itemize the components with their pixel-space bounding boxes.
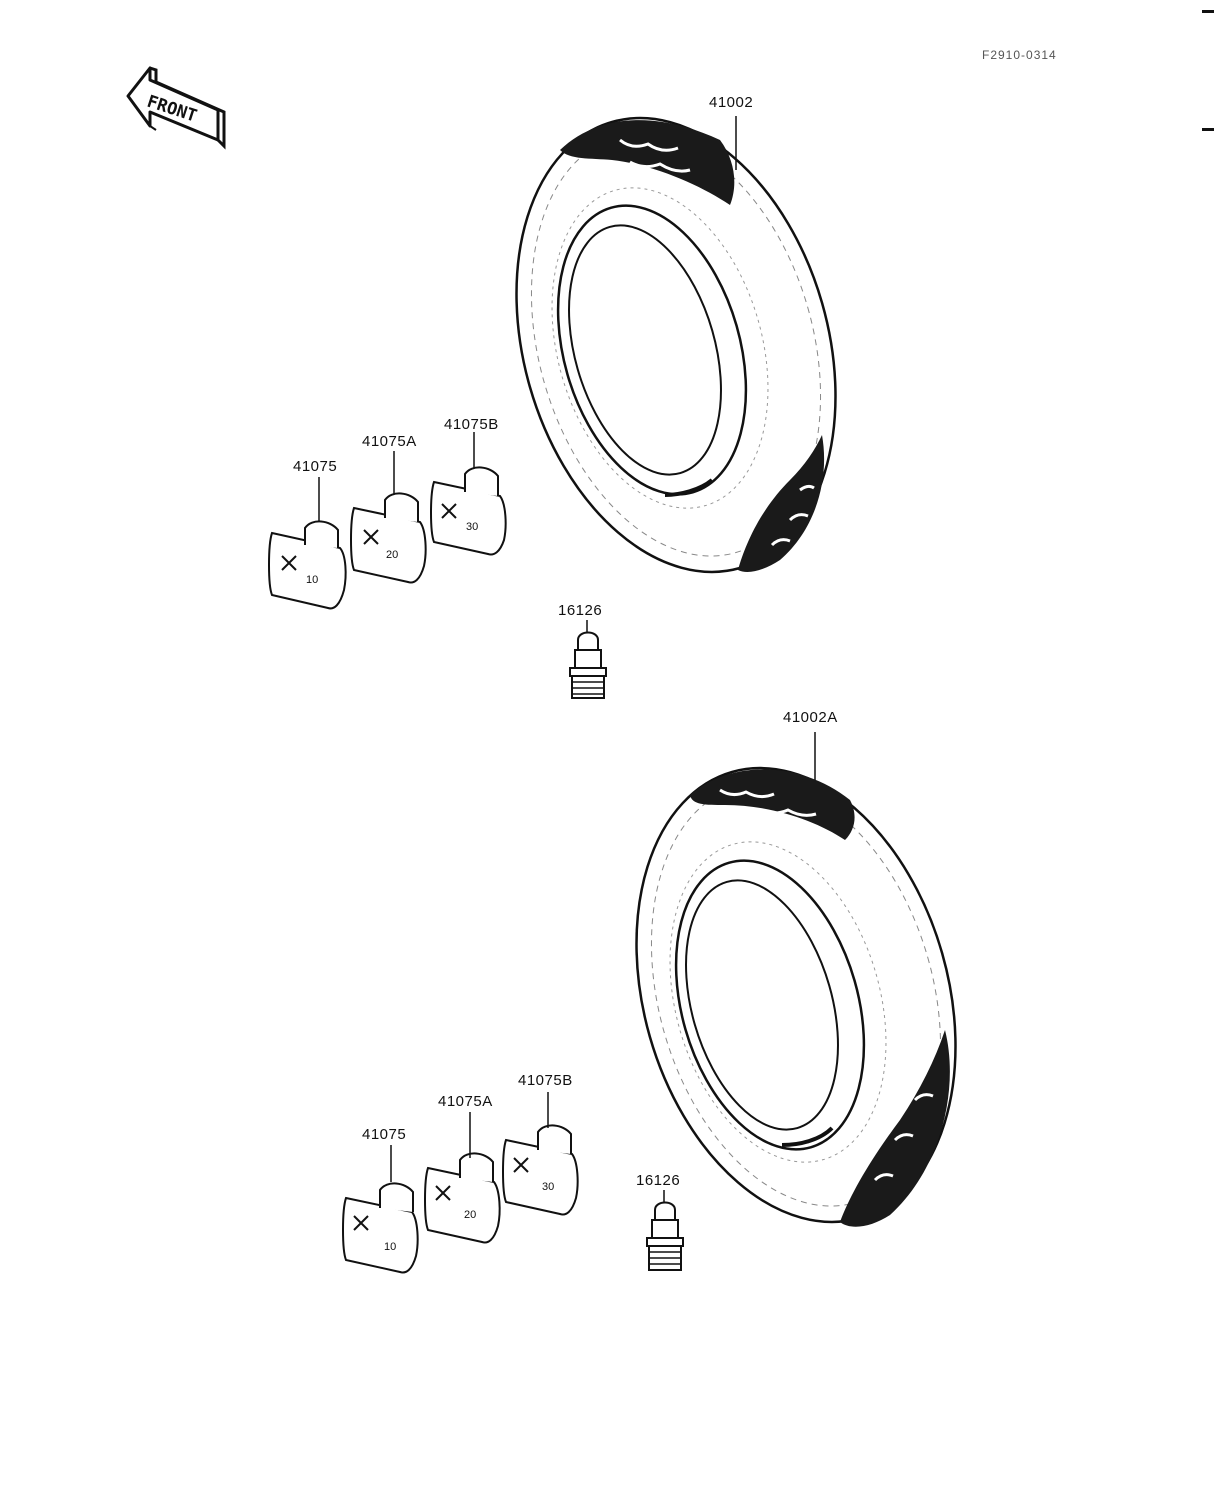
weight-stamp: 10	[306, 574, 318, 586]
lower-weight-41075-label: 41075	[362, 1126, 406, 1143]
upper-weight-41075a: 20	[350, 492, 427, 584]
upper-weight-41075b-label: 41075B	[444, 416, 499, 433]
lower-valve-icon	[646, 1201, 684, 1271]
upper-valve-icon	[569, 631, 607, 699]
lower-tire	[635, 766, 957, 1227]
lower-weight-41075a: 20	[424, 1152, 501, 1244]
lower-weight-41075a-label: 41075A	[438, 1093, 493, 1110]
upper-weight-41075a-label: 41075A	[362, 433, 417, 450]
weight-stamp: 30	[542, 1181, 554, 1193]
weight-stamp: 10	[384, 1241, 396, 1253]
lower-weight-41075b-label: 41075B	[518, 1072, 573, 1089]
upper-tire	[515, 116, 837, 574]
weight-stamp: 20	[386, 549, 398, 561]
edge-mark-bottom	[1202, 128, 1214, 131]
weight-stamp: 30	[466, 521, 478, 533]
lower-valve-label: 16126	[636, 1172, 680, 1189]
upper-weight-41075-label: 41075	[293, 458, 337, 475]
upper-valve-label: 16126	[558, 602, 602, 619]
weight-stamp: 20	[464, 1209, 476, 1221]
diagram-code: F2910-0314	[982, 48, 1057, 62]
edge-mark-top	[1202, 10, 1214, 13]
upper-weight-41075: 10	[268, 520, 347, 610]
lower-weight-41075: 10	[342, 1182, 419, 1274]
upper-tire-label: 41002	[709, 94, 753, 111]
front-arrow-icon: FRONT	[126, 66, 226, 150]
lower-tire-label: 41002A	[783, 709, 838, 726]
upper-weight-41075b: 30	[430, 466, 507, 556]
lower-weight-41075b: 30	[502, 1124, 579, 1216]
